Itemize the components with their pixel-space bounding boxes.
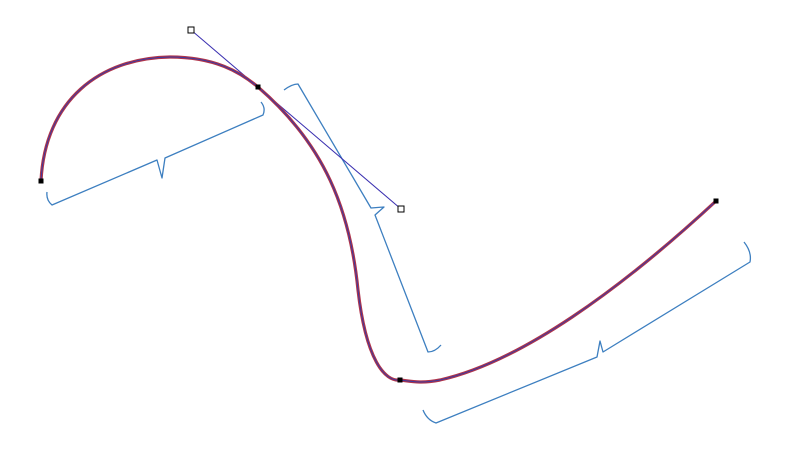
direction-point-left[interactable] xyxy=(187,26,195,34)
anchor-point-4[interactable] xyxy=(713,198,719,204)
anchor-point-3[interactable] xyxy=(397,377,403,383)
bezier-path-inner xyxy=(40,56,717,383)
brace-segment-3 xyxy=(422,241,752,424)
direction-point-right[interactable] xyxy=(397,205,405,213)
brace-segment-1 xyxy=(46,101,265,206)
anchor-point-1[interactable] xyxy=(38,178,44,184)
bezier-path-outer[interactable] xyxy=(39,55,718,384)
anchor-point-2[interactable] xyxy=(255,84,261,90)
direction-handle-line xyxy=(190,29,402,210)
brace-segment-2 xyxy=(283,83,442,353)
